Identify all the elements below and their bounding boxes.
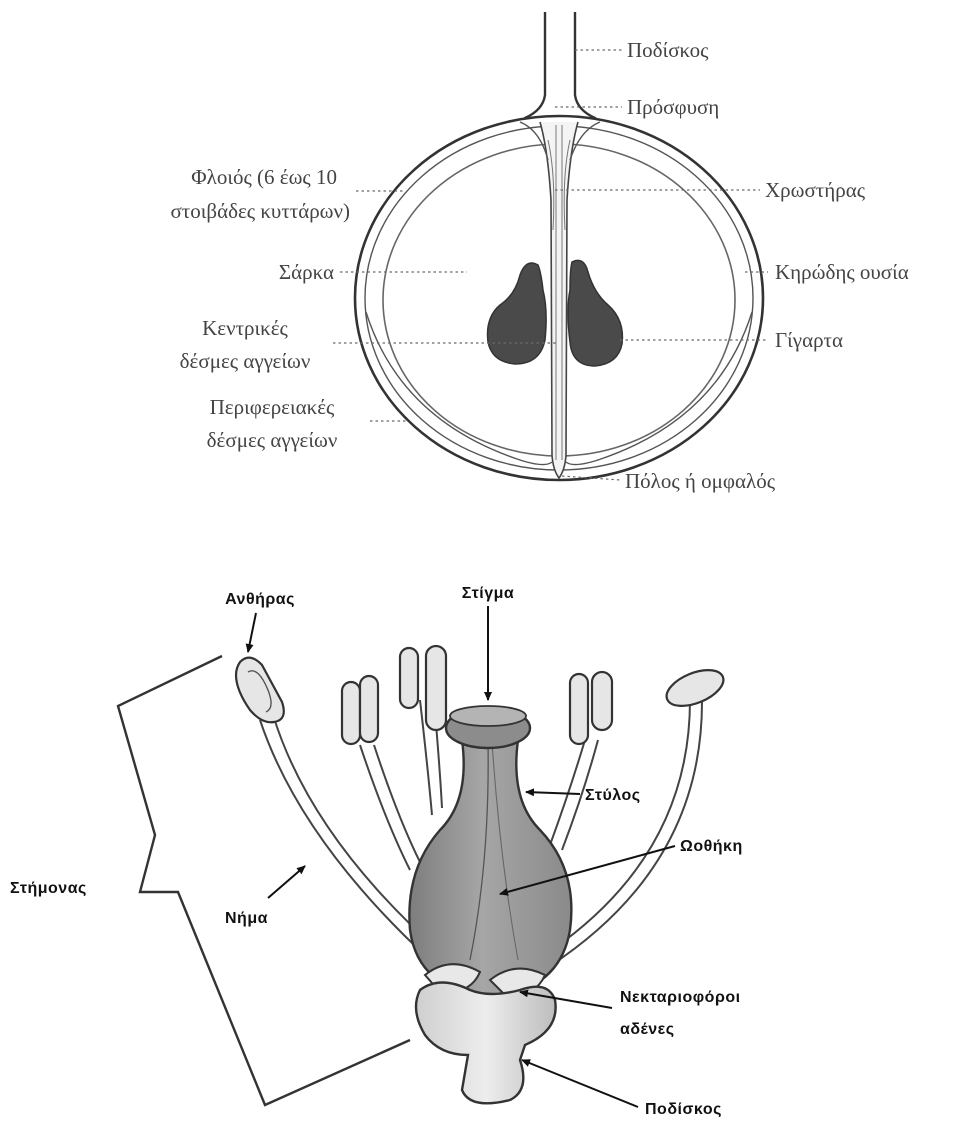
anther-left-a [342, 682, 360, 744]
anther-far-left [236, 658, 284, 723]
anther-mid-a [400, 648, 418, 708]
anther-right-a [570, 674, 588, 744]
label-stylos: Στύλος [585, 787, 641, 804]
label-perifereiakes-line2: δέσμες αγγείων [207, 428, 338, 452]
label-xrostiras: Χρωστήρας [765, 178, 866, 202]
berry-section [355, 12, 763, 480]
pedicel-shape [520, 12, 600, 122]
label-kentrikes-line1: Κεντρικές [202, 316, 288, 340]
label-anthiras: Ανθήρας [225, 591, 295, 608]
label-stigma: Στίγμα [462, 585, 514, 602]
anther-left-b [360, 676, 378, 742]
anther-right-b [592, 672, 612, 730]
label-prosfysi: Πρόσφυση [627, 95, 719, 119]
label-kirodis: Κηρώδης ουσία [775, 260, 909, 284]
label-nektario-line1: Νεκταριοφόροι [620, 989, 741, 1006]
label-nima: Νήμα [225, 910, 268, 927]
label-podiskos-bottom: Ποδίσκος [645, 1101, 722, 1118]
label-oothiki: Ωοθήκη [680, 838, 743, 855]
label-polos: Πόλος ή ομφαλός [625, 469, 776, 493]
label-floios-line2: στοιβάδες κυττάρων) [170, 199, 350, 223]
label-nektario-line2: αδένες [620, 1021, 675, 1038]
label-podiskos-top: Ποδίσκος [627, 38, 709, 62]
label-floios-line1: Φλοιός (6 έως 10 [191, 165, 337, 189]
flower-labels: Ανθήρας Στίγμα Στύλος Ωοθήκη Στήμονας Νή… [10, 585, 743, 1118]
label-stimonas: Στήμονας [10, 880, 87, 897]
label-kentrikes-line2: δέσμες αγγείων [180, 349, 311, 373]
label-sarka: Σάρκα [279, 260, 334, 284]
label-perifereiakes-line1: Περιφερειακές [210, 395, 335, 419]
ovary-shape [409, 740, 571, 998]
receptacle [416, 983, 556, 1104]
anther-far-right [662, 663, 729, 713]
anther-mid-b [426, 646, 446, 730]
label-gigarta: Γίγαρτα [775, 328, 843, 352]
